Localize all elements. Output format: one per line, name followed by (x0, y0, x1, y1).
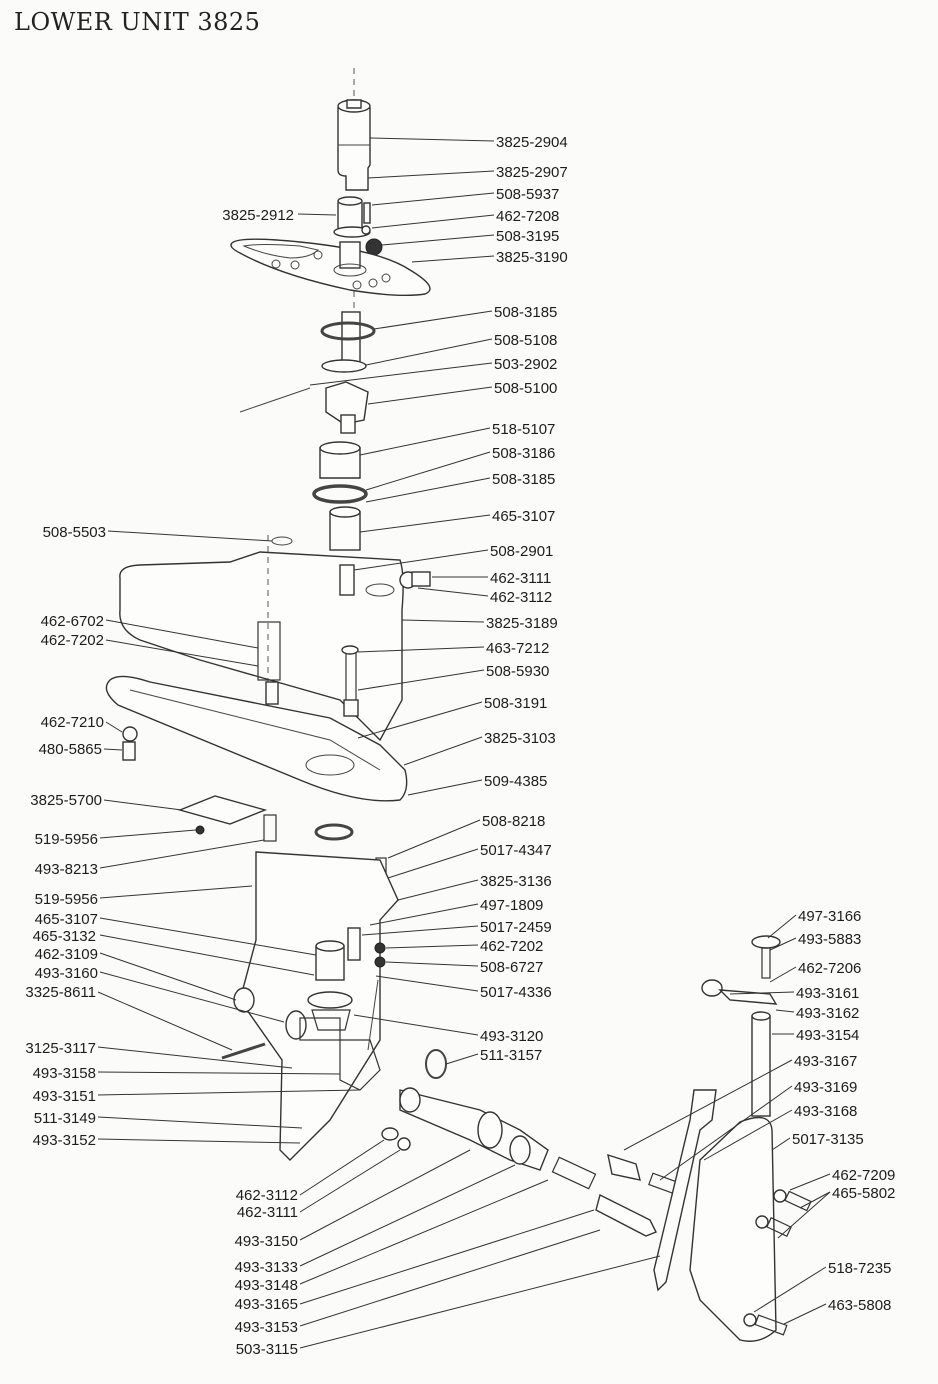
part-label: 508-5108 (494, 332, 557, 349)
part-label: 493-3153 (235, 1319, 298, 1336)
part-label: 462-7202 (41, 632, 104, 649)
part-label: 493-3148 (235, 1277, 298, 1294)
part-label: 493-3167 (794, 1053, 857, 1070)
part-label: 462-3112 (490, 589, 552, 606)
part-label: 511-3157 (480, 1047, 542, 1064)
part-label: 493-8213 (35, 861, 98, 878)
part-label: 508-3186 (492, 445, 555, 462)
part-label: 493-3151 (33, 1088, 96, 1105)
part-label: 508-5100 (494, 380, 557, 397)
part-label: 493-3120 (480, 1028, 543, 1045)
part-label: 493-3161 (796, 985, 859, 1002)
part-labels-far-right: 497-3166 493-5883 462-7206 493-3161 493-… (792, 908, 895, 1314)
part-label: 463-7212 (486, 640, 549, 657)
part-label: 508-6727 (480, 959, 543, 976)
part-label: 503-2902 (494, 356, 557, 373)
part-label: 465-3107 (492, 508, 555, 525)
part-label: 493-5883 (798, 931, 861, 948)
part-label: 518-7235 (828, 1260, 891, 1277)
part-label: 462-7208 (496, 208, 559, 225)
water-pump-bushing (333, 196, 383, 256)
part-label: 3825-2907 (496, 164, 568, 181)
part-label: 5017-4347 (480, 842, 552, 859)
part-label: 3825-3103 (484, 730, 556, 747)
part-label: 497-1809 (480, 897, 543, 914)
part-label: 462-6702 (41, 613, 104, 630)
part-label: 3825-3189 (486, 615, 558, 632)
part-label: 493-3165 (235, 1296, 298, 1313)
part-label: 508-3185 (492, 471, 555, 488)
gear-case (221, 851, 447, 1161)
part-label: 508-3191 (484, 695, 547, 712)
part-labels-bottom: 462-3112 462-3111 493-3150 493-3133 493-… (235, 1187, 298, 1358)
part-label: 519-5956 (35, 891, 98, 908)
cavitation-plate (105, 675, 408, 841)
part-label: 462-7206 (798, 960, 861, 977)
part-label: 493-3162 (796, 1005, 859, 1022)
part-label: 508-3185 (494, 304, 557, 321)
part-label: 511-3149 (34, 1110, 96, 1127)
diagram-title: LOWER UNIT 3825 (14, 8, 261, 36)
part-label: 3825-3190 (496, 249, 568, 266)
part-label: 5017-3135 (792, 1131, 864, 1148)
part-label: 508-3195 (496, 228, 559, 245)
part-label: 462-3112 (236, 1187, 298, 1204)
pump-plate (230, 238, 431, 297)
leader-lines (97, 137, 831, 1349)
part-label: 493-3158 (33, 1065, 96, 1082)
part-label: 508-5930 (486, 663, 549, 680)
drawing (105, 68, 812, 1342)
propeller-shaft (381, 1087, 682, 1237)
part-label: 462-7209 (832, 1167, 895, 1184)
part-label: 463-5808 (828, 1297, 891, 1314)
part-label: 509-4385 (484, 773, 547, 790)
part-label: 462-7210 (41, 714, 104, 731)
shaft-assembly-upper (239, 311, 376, 434)
part-labels-left: 3825-2912 508-5503 462-6702 462-7202 462… (25, 207, 294, 1149)
part-label: 508-5937 (496, 186, 559, 203)
part-label: 497-3166 (798, 908, 861, 925)
part-label: 493-3169 (794, 1079, 857, 1096)
part-label: 519-5956 (35, 831, 98, 848)
part-label: 493-3152 (33, 1132, 96, 1149)
part-label: 465-3132 (33, 928, 96, 945)
part-label: 3825-2904 (496, 134, 568, 151)
part-label: 508-2901 (490, 543, 553, 560)
part-label: 462-3111 (237, 1204, 298, 1221)
part-label: 3325-8611 (25, 984, 96, 1001)
part-label: 518-5107 (492, 421, 555, 438)
part-label: 508-8218 (482, 813, 545, 830)
part-label: 493-3168 (794, 1103, 857, 1120)
bearing-stack (312, 441, 368, 551)
driveshaft-coupling (337, 99, 371, 191)
part-label: 493-3154 (796, 1027, 859, 1044)
part-label: 462-7202 (480, 938, 543, 955)
part-labels-right: 3825-2904 3825-2907 508-5937 462-7208 50… (480, 134, 568, 1064)
part-label: 493-3150 (235, 1233, 298, 1250)
part-label: 462-3111 (490, 570, 551, 587)
part-label: 5017-4336 (480, 984, 552, 1001)
part-label: 480-5865 (39, 741, 102, 758)
part-label: 5017-2459 (480, 919, 552, 936)
part-label: 3825-2912 (222, 207, 294, 224)
part-label: 465-5802 (832, 1185, 895, 1202)
part-label: 3825-3136 (480, 873, 552, 890)
part-label: 493-3160 (35, 965, 98, 982)
part-label: 465-3107 (35, 911, 98, 928)
part-label: 3825-5700 (30, 792, 102, 809)
upper-gear-housing (119, 535, 431, 742)
part-label: 493-3133 (235, 1259, 298, 1276)
part-label: 462-3109 (35, 946, 98, 963)
shift-assembly (653, 935, 812, 1342)
part-label: 3125-3117 (25, 1040, 96, 1057)
part-label: 503-3115 (236, 1341, 298, 1358)
part-label: 508-5503 (43, 524, 106, 541)
